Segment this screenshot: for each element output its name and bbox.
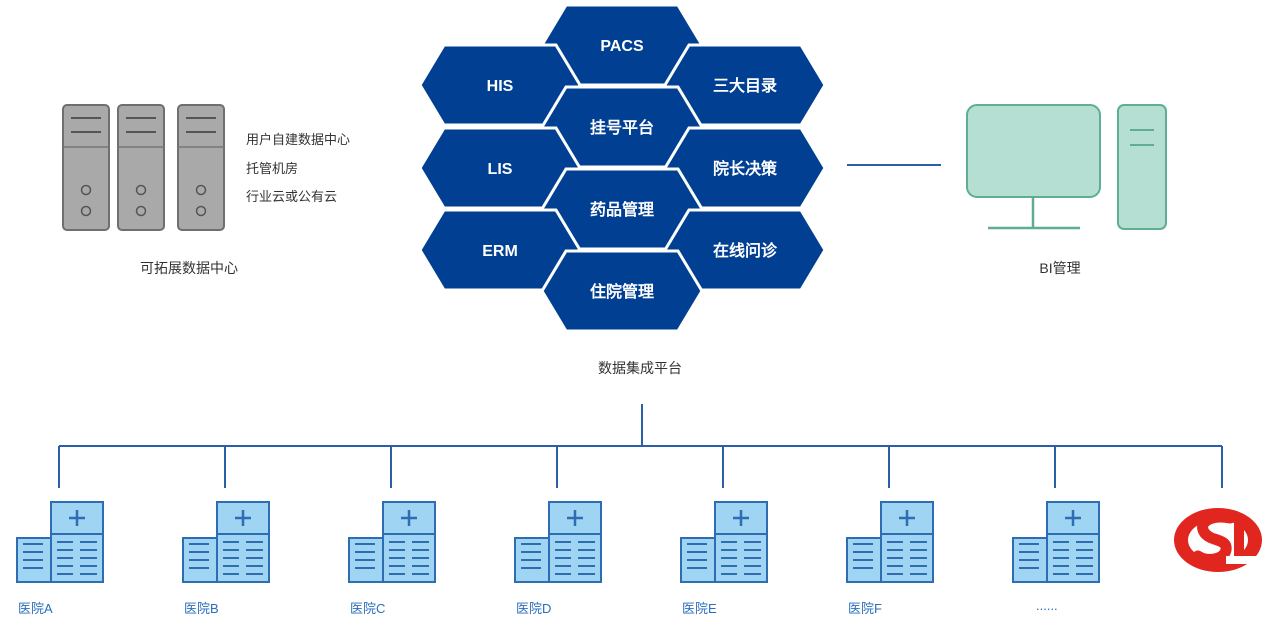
hospital-building-icon [348, 501, 436, 583]
hospital-tree-lines [58, 404, 1223, 488]
hexagon-catalog: 三大目录 [663, 43, 827, 127]
hospital-label: 医院C [350, 601, 386, 616]
hexagon-label: 挂号平台 [590, 118, 654, 137]
platform-caption: 数据集成平台 [598, 360, 682, 376]
hexagon-label: 三大目录 [713, 76, 777, 95]
hexagon-inpatient: 住院管理 [540, 249, 704, 333]
hexagon-label: HIS [487, 78, 514, 95]
bi-connector-line [847, 164, 941, 166]
hexagon-label: 在线问诊 [713, 241, 778, 260]
hospital-item: 医院F [844, 498, 936, 618]
server-icon [62, 104, 110, 231]
hospital-item: ...... [1010, 498, 1102, 618]
hospital-label: 医院B [184, 601, 219, 616]
hospital-item: 医院B [180, 498, 272, 618]
server-icon [177, 104, 225, 231]
si-logo-icon [1174, 508, 1262, 572]
hospital-label: 医院F [848, 601, 882, 616]
hospital-label: 医院E [682, 601, 717, 616]
hexagon-label: 药品管理 [590, 200, 654, 219]
hexagon-label: LIS [488, 161, 513, 178]
hospital-item: 医院E [678, 498, 770, 618]
hospital-building-icon [680, 501, 768, 583]
hospital-item: 医院D [512, 498, 604, 618]
hospital-building-icon [16, 501, 104, 583]
bi-computer-icon [966, 104, 1167, 230]
hospital-building-icon [514, 501, 602, 583]
hospital-label: 医院A [18, 601, 53, 616]
hospital-building-icon [182, 501, 270, 583]
hexagon-label: 院长决策 [713, 159, 778, 178]
datacenter-option: 托管机房 [246, 161, 299, 176]
hospital-item: 医院C [346, 498, 438, 618]
datacenter-option: 行业云或公有云 [246, 189, 338, 204]
hospital-item: 医院A [14, 498, 106, 618]
datacenter-option: 用户自建数据中心 [246, 132, 351, 147]
hospital-label: 医院D [516, 601, 552, 616]
server-icon [117, 104, 165, 231]
hexagon-label: PACS [600, 38, 644, 55]
datacenter-caption: 可拓展数据中心 [140, 260, 238, 276]
datacenter-servers [62, 104, 225, 231]
hospital-building-icon [846, 501, 934, 583]
hexagon-his: HIS [418, 43, 582, 127]
hexagon-label: 住院管理 [590, 282, 654, 301]
datacenter-options-list: 用户自建数据中心 托管机房 行业云或公有云 [246, 125, 350, 212]
hospital-building-icon [1012, 501, 1100, 583]
hexagon-label: ERM [482, 243, 518, 260]
hospital-label: ...... [1036, 598, 1058, 613]
bi-caption: BI管理 [1039, 260, 1081, 276]
